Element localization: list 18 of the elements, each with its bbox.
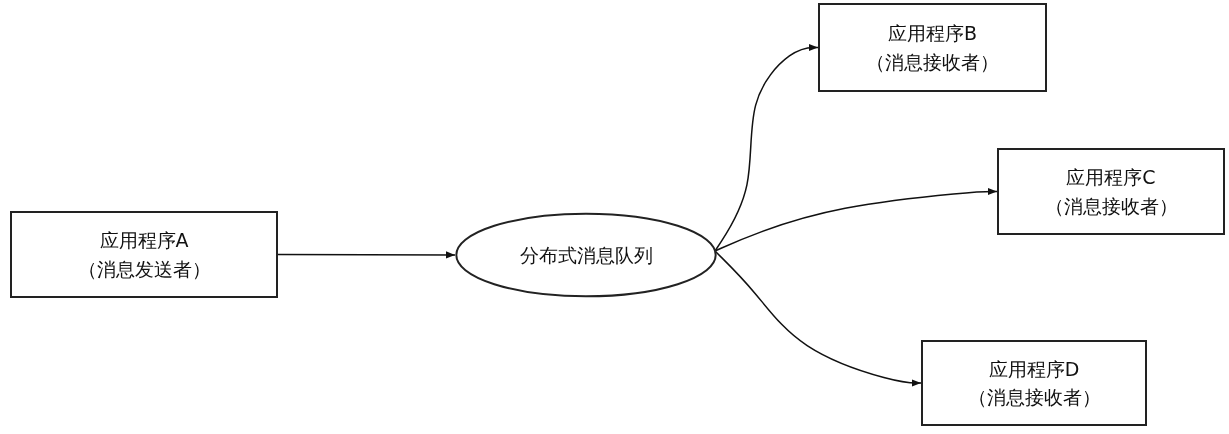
application-box	[818, 3, 1047, 92]
application-box	[921, 340, 1147, 426]
node-subtitle: （消息接收者）	[1044, 193, 1178, 219]
node-title: 分布式消息队列	[519, 242, 653, 268]
arrow	[714, 250, 922, 387]
node-title: 应用程序A	[99, 228, 189, 253]
arrow	[714, 187, 998, 252]
node-subtitle: （消息接收者）	[866, 49, 999, 75]
queue-ellipse	[455, 212, 717, 298]
node-subtitle: （消息接收者）	[967, 385, 1101, 410]
node-title: 应用程序C	[1066, 165, 1156, 190]
arrow	[714, 43, 819, 252]
application-box	[10, 211, 278, 298]
node-title: 应用程序D	[988, 356, 1080, 382]
node-subtitle: （消息发送者）	[77, 256, 211, 282]
node-title: 应用程序B	[887, 21, 977, 46]
application-box	[997, 148, 1225, 235]
arrow	[277, 251, 456, 259]
